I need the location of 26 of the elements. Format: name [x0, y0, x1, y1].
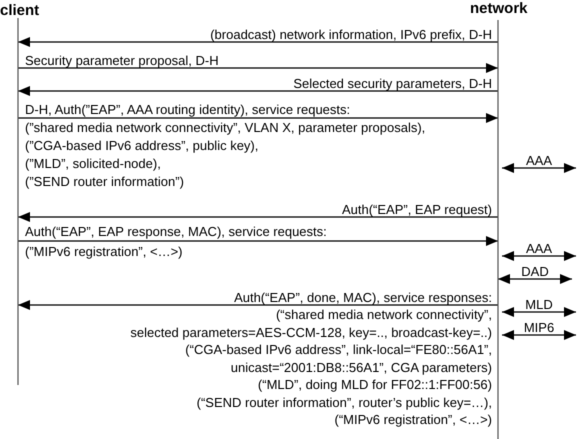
message-label: Auth(“EAP”, EAP response, MAC), service requests: (”MIPv6 registration”, <…>) — [25, 223, 327, 261]
message-label: MLD — [525, 298, 553, 312]
message-label: Auth(“EAP”, EAP request) — [342, 202, 492, 218]
message-label: Auth(“EAP”, done, MAC), service responses: (“shared media network connectivity”, selected parameters=AES-CCM-128, key=.., broadcast-key=..) (“CGA-based IPv6 address”, link-local=“FE80::56A1”, unicast=“2001:DB8::56A1”, CGA parameters) (“MLD”, doing MLD for FF02::1:FF00:56) (“SEND router information”, router’s public key=…), (“MIPv6 registration”, <…>) — [130, 288, 492, 428]
message-label: D-H, Auth(”EAP”, AAA routing identity), service requests: (”shared media network connectivity”, VLAN X, parameter proposals), (”CGA-based IPv6 address”, public key), (”MLD”, solicited-node), (”SEND router information”) — [25, 101, 426, 191]
arrow — [18, 37, 498, 47]
message-label: AAA — [526, 242, 552, 256]
participant-label: client — [0, 2, 40, 19]
arrow — [18, 212, 498, 222]
arrow — [498, 274, 572, 284]
arrow — [18, 236, 498, 246]
message-label: DAD — [521, 265, 549, 279]
arrow — [502, 307, 576, 317]
participant-label: network — [470, 0, 528, 17]
message-label: (broadcast) network information, IPv6 prefix, D-H — [210, 27, 492, 43]
message-label: AAA — [526, 154, 552, 168]
message-label: MIP6 — [524, 321, 554, 335]
arrow — [18, 300, 498, 310]
arrow — [18, 113, 498, 123]
arrow — [502, 330, 576, 340]
arrow — [18, 86, 498, 96]
arrow — [502, 163, 576, 173]
arrow — [502, 251, 576, 261]
arrow — [18, 63, 498, 73]
message-label: Selected security parameters, D-H — [293, 76, 492, 92]
message-label: Security parameter proposal, D-H — [25, 53, 219, 69]
